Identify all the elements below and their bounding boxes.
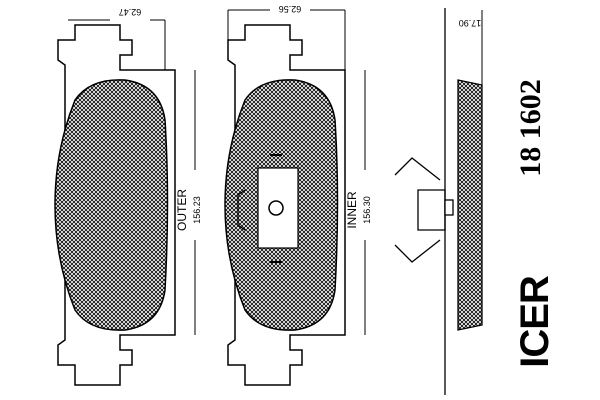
outer-label: OUTER [175, 189, 189, 231]
outer-length-dimension: 156.23 [192, 196, 202, 224]
brand-logo: ICER [513, 275, 557, 368]
outer-pad [54, 24, 176, 386]
part-number: 18 1602 [514, 79, 547, 177]
outer-friction-material [54, 79, 169, 331]
inner-width-dimension: 62.56 [279, 4, 302, 14]
spring-clip-side [394, 157, 446, 263]
clip-rivet-icon [268, 200, 284, 216]
inner-pad [224, 24, 346, 386]
side-view [394, 8, 483, 395]
outer-width-dimension: 62.47 [119, 7, 142, 17]
inner-length-dimension: 156.30 [362, 196, 372, 224]
thickness-dimension: 17.90 [459, 18, 482, 28]
inner-label: INNER [345, 191, 359, 229]
